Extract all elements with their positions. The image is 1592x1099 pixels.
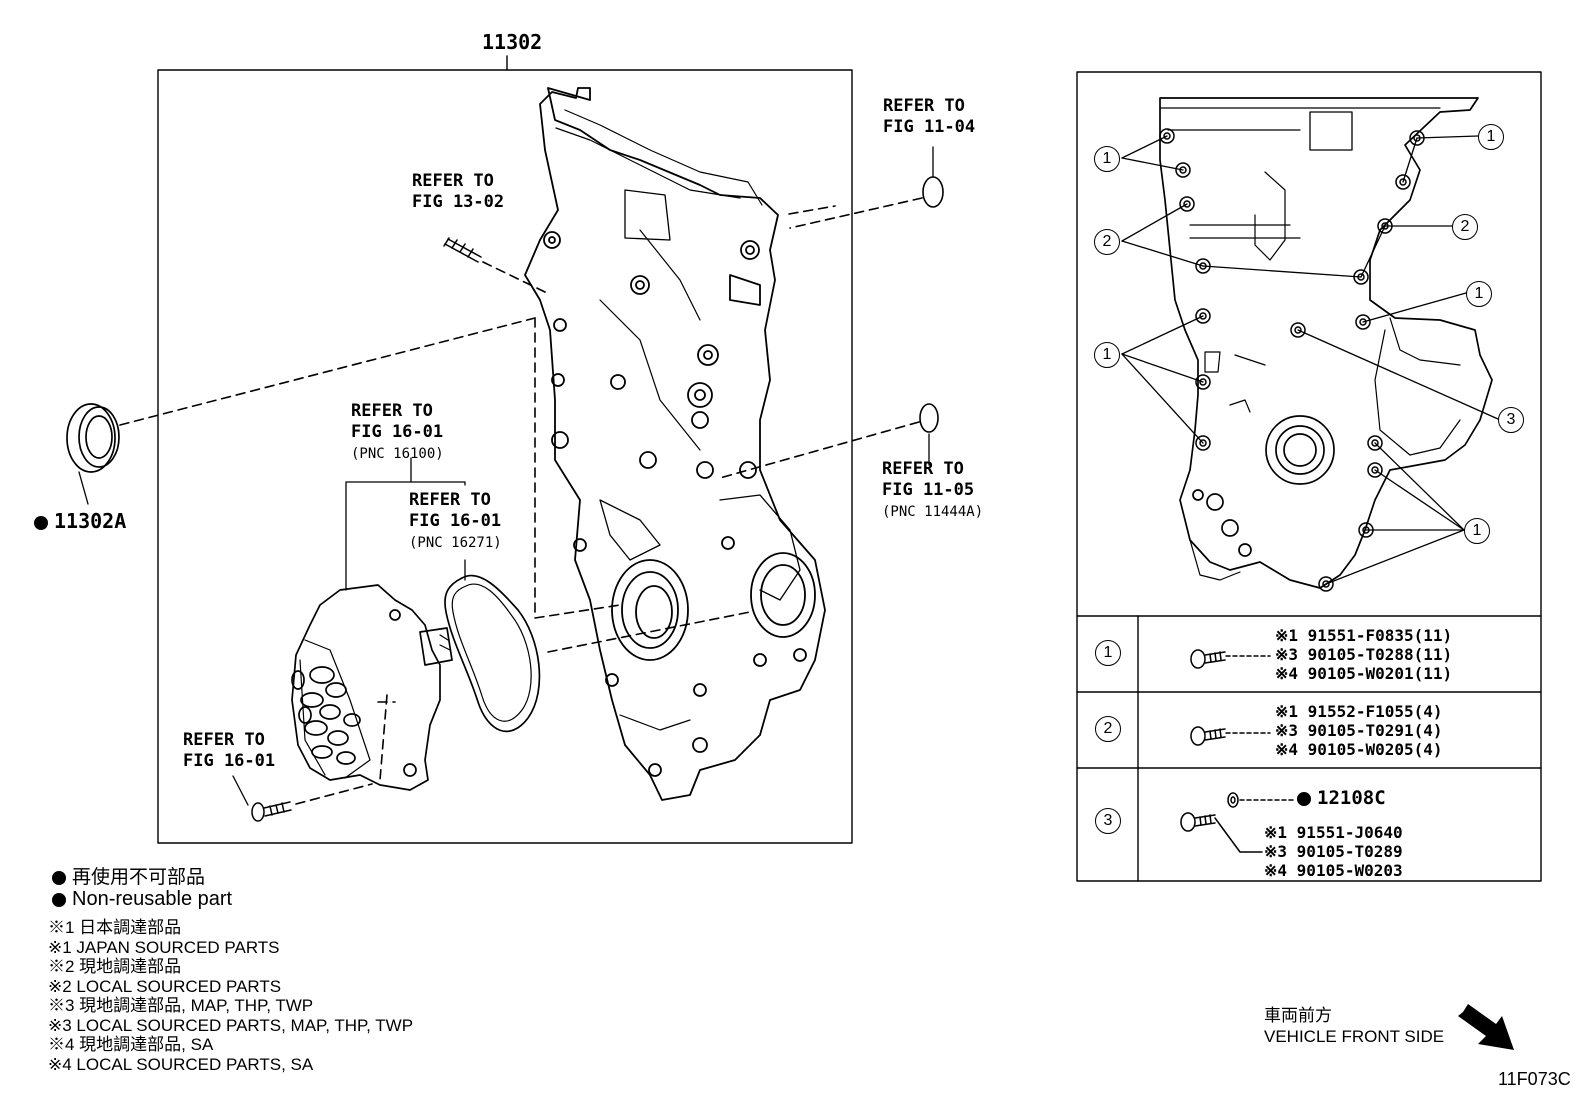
part-number-12108c[interactable]: 12108C (1297, 787, 1386, 809)
table-row-3-parts[interactable]: ※1 91551-J0640 ※3 90105-T0289 ※4 90105-W… (1264, 823, 1403, 880)
nonreusable-dot-icon (34, 515, 48, 530)
inset-bolt-holes (1159, 128, 1425, 592)
part-number-11302a[interactable]: 11302A (34, 509, 126, 533)
legend-nonreusable-jp: 再使用不可部品 (52, 862, 205, 889)
callout-3: 3 (1498, 407, 1524, 433)
refer-fig-16-01-pnc-16100[interactable]: REFER TO FIG 16-01 (PNC 16100) (351, 401, 444, 462)
stud-bolt (443, 237, 482, 263)
inset-frame (1076, 71, 1542, 882)
figure-id: 11F073C (1498, 1069, 1571, 1089)
table-callout-1: 1 (1095, 640, 1121, 666)
callout-1: 1 (1478, 124, 1504, 150)
refer-fig-16-01-pnc-16271[interactable]: REFER TO FIG 16-01 (PNC 16271) (409, 490, 502, 551)
table-bolt-3 (1180, 792, 1296, 853)
oil-seal (66, 403, 120, 505)
table-row-1-parts[interactable]: ※1 91551-F0835(11) ※3 90105-T0288(11) ※4… (1275, 626, 1453, 683)
refer-fig-11-05[interactable]: REFER TO FIG 11-05 (PNC 11444A) (882, 459, 984, 520)
pump-bolt (251, 801, 292, 822)
callout-1: 1 (1094, 146, 1120, 172)
main-frame (157, 69, 853, 844)
callout-1: 1 (1094, 342, 1120, 368)
vehicle-front-label: 車両前方 VEHICLE FRONT SIDE (1264, 1006, 1445, 1046)
callout-1: 1 (1466, 281, 1492, 307)
callout-2: 2 (1452, 214, 1478, 240)
o-ring-upper (922, 176, 944, 208)
timing-chain-cover (524, 87, 826, 801)
nonreusable-dot-icon (52, 870, 66, 885)
callout-1: 1 (1464, 518, 1490, 544)
table-bolt-1 (1190, 649, 1271, 669)
nonreusable-dot-icon (1297, 791, 1311, 806)
table-callout-3: 3 (1095, 808, 1121, 834)
legend-notes: ※1 日本調達部品 ※1 JAPAN SOURCED PARTS ※2 現地調達… (48, 918, 414, 1074)
water-pump (291, 584, 453, 791)
table-bolt-2 (1190, 726, 1271, 746)
front-arrow-icon (1458, 1004, 1514, 1050)
legend-nonreusable-en: Non-reusable part (52, 888, 232, 911)
callout-2: 2 (1094, 229, 1120, 255)
table-row-2-parts[interactable]: ※1 91552-F1055(4) ※3 90105-T0291(4) ※4 9… (1275, 702, 1443, 759)
inset-leaders (1121, 135, 1499, 585)
water-pump-gasket (444, 574, 541, 733)
table-callout-2: 2 (1095, 716, 1121, 742)
part-number-11302[interactable]: 11302 (482, 30, 543, 54)
nonreusable-dot-icon (52, 892, 66, 907)
o-ring-lower (919, 403, 939, 433)
